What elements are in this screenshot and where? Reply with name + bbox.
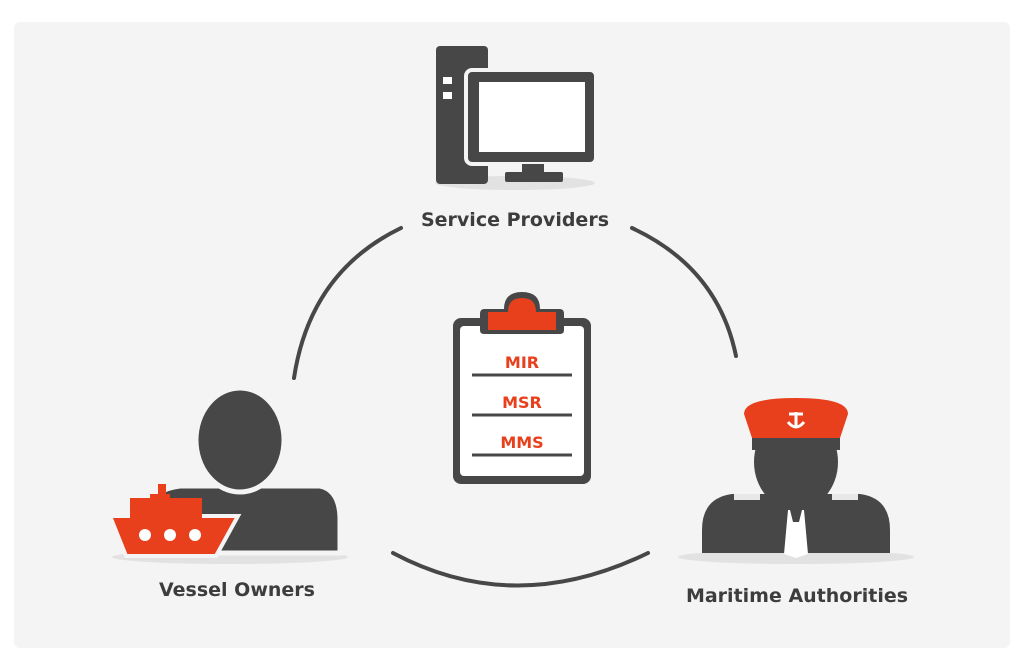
arc-vessel-to-maritime [391, 551, 650, 588]
label-maritime-authorities: Maritime Authorities [686, 585, 908, 607]
clipboard-item-msr: MSR [502, 393, 542, 412]
clipboard-item-mms: MMS [500, 433, 543, 452]
desktop-computer-icon [435, 46, 598, 190]
clipboard-icon: MIR MSR MMS [453, 292, 591, 484]
person-with-ship-icon [107, 385, 348, 564]
ship-icon [107, 484, 242, 558]
ship-captain-icon [678, 398, 914, 564]
arc-service-to-vessel [292, 226, 403, 380]
arc-service-to-maritime [630, 226, 738, 358]
clipboard-item-mir: MIR [505, 353, 539, 372]
label-service-providers: Service Providers [421, 209, 609, 231]
cycle-arcs [292, 226, 738, 588]
label-vessel-owners: Vessel Owners [159, 579, 315, 601]
